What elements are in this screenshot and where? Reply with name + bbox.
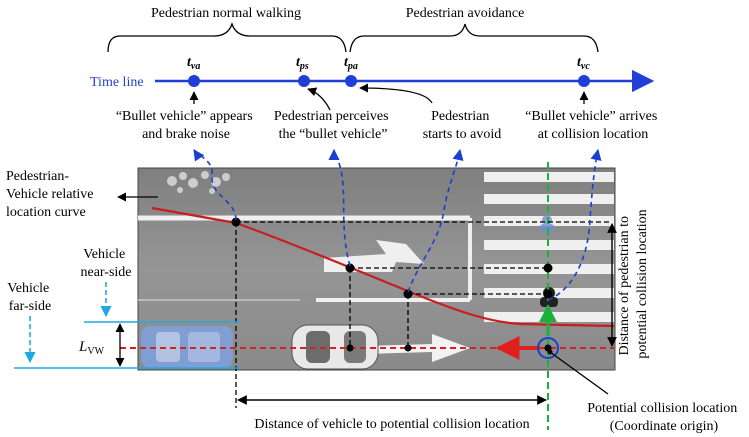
key-points bbox=[231, 217, 553, 352]
event-bullet-appears: “Bullet vehicle” appears and brake noise bbox=[116, 109, 256, 142]
event-pedestrian-avoids: Pedestrian starts to avoid bbox=[423, 109, 502, 142]
timeline-point-tps: tps bbox=[296, 55, 310, 87]
tree-foliage bbox=[167, 171, 230, 194]
far-side-label: Vehicle far-side bbox=[7, 281, 52, 314]
event-connectors bbox=[193, 148, 602, 301]
svg-text:tva: tva bbox=[187, 55, 200, 72]
arrow-pedestrian-perceives bbox=[307, 87, 331, 111]
collision-circle bbox=[537, 337, 559, 359]
pedestrian-distance-label: Distance of pedestrian to potential coll… bbox=[617, 209, 650, 358]
event-pedestrian-perceives: Pedestrian perceives the “bullet vehicle… bbox=[274, 109, 392, 142]
svg-text:tpa: tpa bbox=[344, 55, 358, 72]
lvw-label: LVW bbox=[78, 339, 105, 357]
relative-curve-label: Pedestrian- Vehicle relative location cu… bbox=[6, 169, 97, 220]
bracket-avoidance bbox=[349, 23, 599, 53]
timeline-point-tvc: tvc bbox=[577, 55, 590, 87]
projection-lines bbox=[235, 221, 612, 408]
vehicle-distance-label: Distance of vehicle to potential collisi… bbox=[254, 417, 529, 432]
collision-leader bbox=[549, 351, 609, 395]
timeline-point-tva: tva bbox=[187, 55, 200, 87]
arrow-pedestrian-avoids bbox=[359, 83, 433, 104]
collision-location-label: Potential collision location (Coordinate… bbox=[587, 401, 741, 434]
timeline-point-tpa: tpa bbox=[344, 55, 358, 87]
near-side-label: Vehicle near-side bbox=[80, 247, 131, 280]
phase-normal-walking: Pedestrian normal walking bbox=[151, 6, 301, 21]
bracket-normal-walking bbox=[107, 21, 347, 53]
svg-text:tvc: tvc bbox=[577, 55, 590, 72]
ghost-vehicle bbox=[141, 326, 233, 368]
timeline-label: Time line bbox=[90, 75, 144, 90]
svg-text:tps: tps bbox=[296, 55, 309, 72]
phase-avoidance: Pedestrian avoidance bbox=[406, 6, 525, 21]
event-bullet-arrives: “Bullet vehicle” arrives at collision lo… bbox=[525, 109, 661, 142]
